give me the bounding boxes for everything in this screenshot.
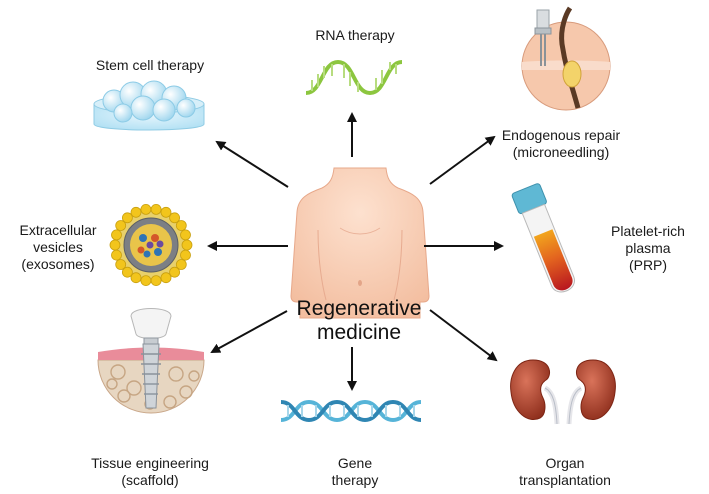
arrows xyxy=(207,112,504,391)
lipid-head xyxy=(109,239,121,251)
label-line: Stem cell therapy xyxy=(95,57,205,73)
center-title-line: Regenerative xyxy=(296,297,422,320)
prp-tube-illustration xyxy=(511,183,575,293)
lipid-head xyxy=(175,220,187,231)
lipid-head xyxy=(175,259,187,270)
lipid-head xyxy=(111,249,122,261)
label-line: Extracellular xyxy=(19,222,97,238)
label-line: Platelet-rich xyxy=(611,223,685,239)
lipid-head xyxy=(122,212,133,224)
label-gene-therapy: Gene therapy xyxy=(310,455,400,489)
lipid-head xyxy=(140,203,152,215)
petri-dish-illustration xyxy=(93,80,205,131)
label-extracellular-vesicles: Extracellular vesicles (exosomes) xyxy=(10,222,106,273)
center-title-line: medicine xyxy=(316,321,402,344)
label-organ-transplantation: Organ transplantation xyxy=(505,455,625,489)
label-line: plasma xyxy=(625,240,671,256)
arrow-organ xyxy=(429,309,498,362)
dna-helix-illustration xyxy=(280,399,422,423)
label-stem-cell-therapy: Stem cell therapy xyxy=(90,57,210,74)
lipid-head xyxy=(181,239,193,251)
rna-strand-illustration xyxy=(305,59,403,96)
lipid-head xyxy=(160,206,172,218)
kidneys-illustration xyxy=(510,359,616,425)
lipid-head xyxy=(150,275,162,287)
label-line: Gene xyxy=(337,455,373,471)
lipid-head xyxy=(140,275,152,287)
label-line: Tissue engineering xyxy=(91,455,209,471)
arrow-stem-cell xyxy=(215,140,289,188)
label-line: therapy xyxy=(331,472,379,488)
lipid-head xyxy=(180,229,191,241)
label-line: (exosomes) xyxy=(21,256,95,272)
label-tissue-engineering: Tissue engineering (scaffold) xyxy=(80,455,220,489)
lipid-head xyxy=(169,212,181,224)
label-line: (microneedling) xyxy=(512,144,610,160)
exosome-illustration xyxy=(109,203,193,287)
label-line: RNA therapy xyxy=(315,27,395,43)
label-line: Endogenous repair xyxy=(501,127,621,143)
label-line: (scaffold) xyxy=(121,472,179,488)
label-platelet-rich-plasma: Platelet-rich plasma (PRP) xyxy=(598,223,698,274)
lipid-head xyxy=(111,229,122,241)
label-line: transplantation xyxy=(519,472,611,488)
lipid-head xyxy=(169,266,181,278)
label-line: (PRP) xyxy=(628,257,668,273)
lipid-head xyxy=(150,203,162,215)
arrow-tissue xyxy=(210,310,288,353)
label-line: vesicles xyxy=(33,239,83,255)
lipid-head xyxy=(115,259,127,270)
label-line: Organ xyxy=(545,455,585,471)
lipid-head xyxy=(130,272,142,284)
microneedling-illustration xyxy=(521,6,611,111)
label-endogenous-repair: Endogenous repair (microneedling) xyxy=(496,127,626,161)
lipid-head xyxy=(130,206,142,218)
torso-illustration xyxy=(290,167,430,319)
arrow-endogenous xyxy=(429,135,496,185)
center-title: Regenerative medicine xyxy=(274,297,444,345)
label-rna-therapy: RNA therapy xyxy=(300,27,410,44)
tissue-scaffold-illustration xyxy=(97,308,205,414)
lipid-head xyxy=(160,272,172,284)
lipid-head xyxy=(180,249,191,261)
lipid-head xyxy=(115,220,127,231)
lipid-head xyxy=(122,266,133,278)
